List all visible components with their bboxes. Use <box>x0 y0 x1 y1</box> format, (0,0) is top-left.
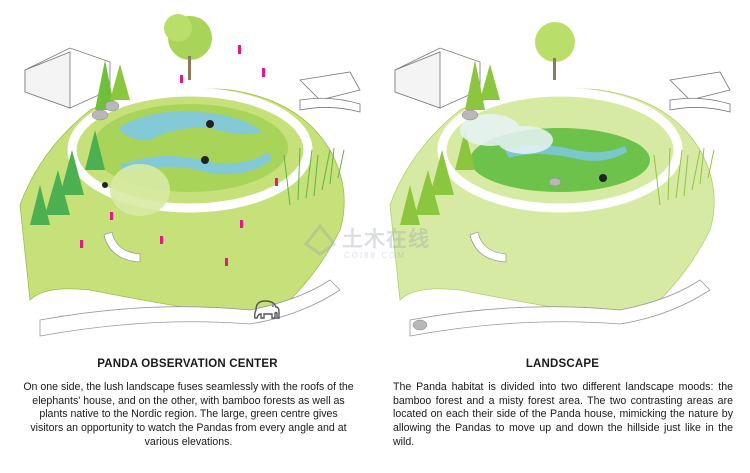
watermark-subtext: COI88.COM <box>344 251 406 260</box>
tree-cluster-left <box>400 60 500 225</box>
landscape-illustration <box>389 22 731 337</box>
panda-figures <box>599 174 607 182</box>
tree-large <box>535 22 575 80</box>
watermark-text: 土木在线 <box>342 227 430 251</box>
stairs <box>469 231 507 263</box>
rocks <box>412 109 562 331</box>
bamboo-grass-right <box>653 147 715 206</box>
panda-observation-center-illustration <box>19 14 361 337</box>
watermark: 土木在线 COI88.COM <box>303 223 430 260</box>
left-panel: PANDA OBSERVATION CENTER On one side, th… <box>19 14 361 448</box>
water-stream <box>120 152 272 175</box>
terraced-walkway <box>409 279 711 337</box>
building-outline <box>394 47 731 113</box>
misty-tree <box>110 164 170 216</box>
water-pond <box>118 111 262 141</box>
stairs <box>103 231 141 263</box>
right-panel: LANDSCAPE The Panda habitat is divided i… <box>375 0 750 473</box>
panel-title-left: PANDA OBSERVATION CENTER <box>97 358 278 370</box>
terraced-walkway <box>39 279 341 337</box>
building-outline <box>24 47 361 113</box>
visitor-figures <box>80 45 278 266</box>
panel-title-right: LANDSCAPE <box>525 358 600 370</box>
panda-figures <box>102 120 214 188</box>
panel-description-right: The Panda habitat is divided into two di… <box>393 381 733 448</box>
tree-large <box>164 14 212 80</box>
mist-cloud <box>460 114 553 154</box>
tree-cluster-left <box>30 60 130 225</box>
elephant-icon <box>253 300 280 319</box>
watermark-logo-icon <box>303 223 337 256</box>
panel-description-left: On one side, the lush landscape fuses se… <box>23 381 354 448</box>
bamboo-grass-right <box>283 147 345 206</box>
